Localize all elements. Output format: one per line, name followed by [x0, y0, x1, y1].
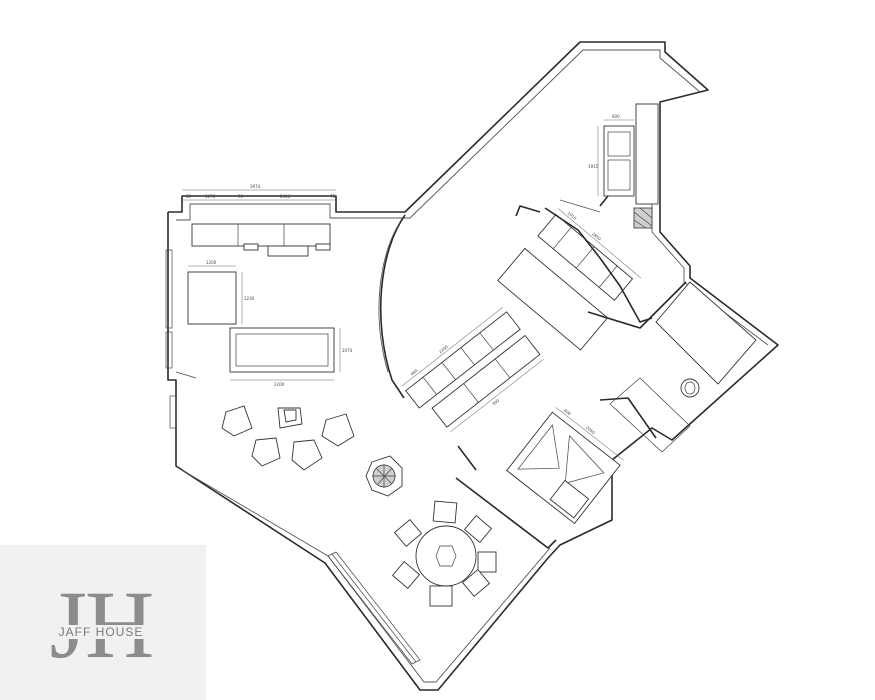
wardrobe: 600 1915 [588, 103, 659, 229]
sofa: 2200 1074 [229, 327, 353, 387]
bed: 2050 600 [506, 407, 624, 525]
dim-sofa-h: 1074 [342, 348, 353, 353]
bottom-window [327, 551, 421, 665]
dim-top-b: 1078 [205, 194, 216, 199]
dim-bed-b: 600 [563, 408, 572, 417]
dim-top-e: 75 [330, 194, 336, 199]
dim-kitchen-a: 2200 [438, 344, 449, 354]
dim-bench-a: 1915 [588, 164, 599, 169]
dining-table [391, 500, 497, 607]
top-dimensions: 3974 20 1078 90 2446 75 [182, 184, 336, 201]
curved-partition [379, 214, 406, 399]
brand-monogram: JH [36, 577, 166, 673]
dim-top-total: 3974 [250, 184, 261, 189]
interior-walls [455, 199, 687, 549]
dim-bench-b: 600 [612, 114, 620, 119]
media-sideboard [191, 223, 331, 257]
dim-top-d: 2446 [280, 194, 291, 199]
brand-name: JAFF HOUSE [36, 625, 166, 639]
dim-kitchen-b: 480 [409, 368, 418, 377]
dim-island-b: 1016 [567, 210, 578, 221]
lounge-chairs [221, 405, 355, 471]
brand-logo: JH JAFF HOUSE [36, 577, 166, 687]
kitchen-island: 2850 1016 [497, 208, 642, 351]
dim-table-w: 1200 [206, 260, 217, 265]
dim-sofa-w: 2200 [274, 382, 285, 387]
dim-kitchen-c: 300 [491, 398, 500, 407]
dim-island-a: 2850 [591, 231, 602, 242]
brand-logo-panel: JH JAFF HOUSE [0, 545, 206, 700]
kitchen-counter: 2200 480 300 [401, 306, 544, 433]
dim-top-a: 20 [186, 194, 192, 199]
left-windows [165, 249, 197, 429]
side-table [365, 455, 403, 497]
coffee-table: 1200 1230 [187, 260, 255, 325]
dim-top-c: 90 [238, 194, 244, 199]
bathroom [609, 281, 757, 453]
dim-bed-a: 2050 [585, 425, 596, 435]
dim-table-h: 1230 [244, 296, 255, 301]
